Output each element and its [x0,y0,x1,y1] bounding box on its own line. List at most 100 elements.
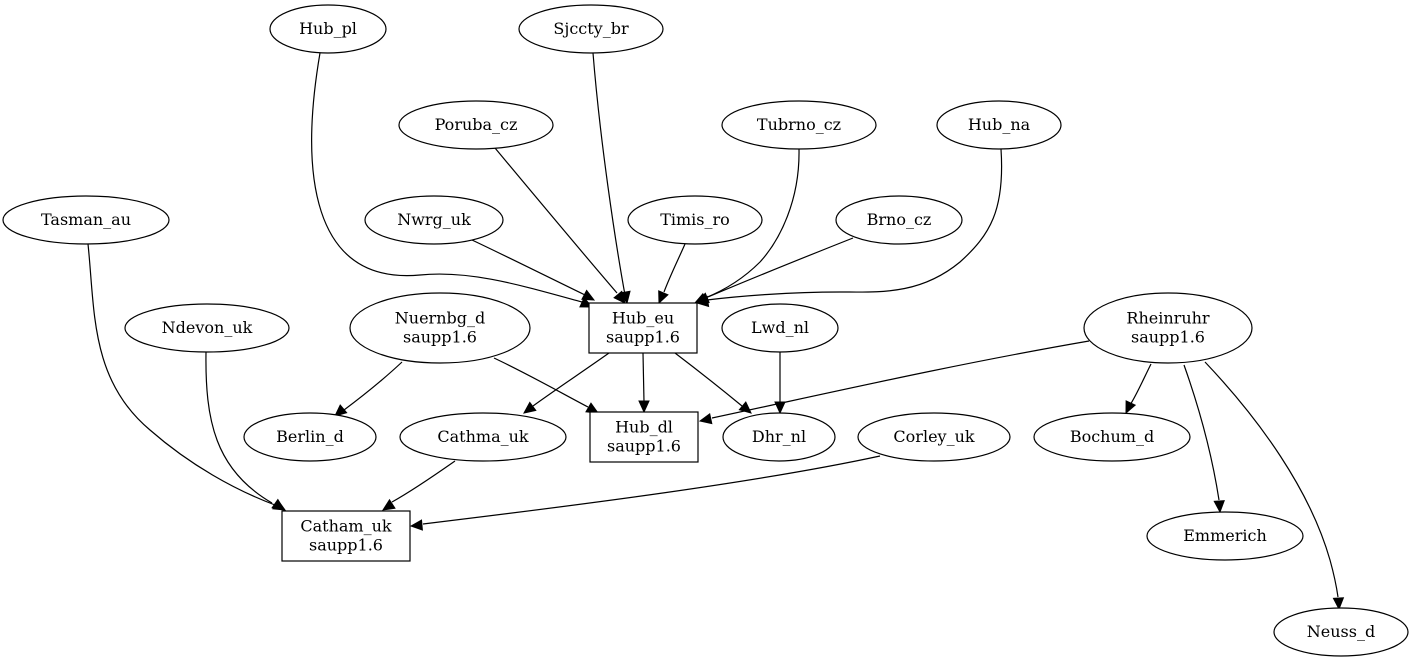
edge-poruba-cz-to-hub-eu [494,147,626,304]
node-label: Berlin_d [276,427,344,446]
node-corley-uk[interactable]: Corley_uk [857,412,1011,462]
edge-line [1183,364,1220,501]
node-dhr-nl[interactable]: Dhr_nl [722,412,836,462]
edge-line [311,52,583,303]
node-ellipse [269,4,387,54]
node-ellipse [857,412,1011,462]
edge-rheinruhr-to-hub-dl [698,340,1090,425]
node-poruba-cz[interactable]: Poruba_cz [398,100,554,150]
node-label: Emmerich [1183,526,1267,545]
edge-hub-eu-to-dhr-nl [674,352,752,414]
arrowhead-icon [774,401,786,415]
node-ellipse [1083,292,1253,364]
node-ellipse [364,195,504,245]
node-nwrg-uk[interactable]: Nwrg_uk [364,195,504,245]
node-ellipse [835,195,963,245]
node-label: Timis_ro [660,210,730,229]
edge-line [532,352,610,407]
node-ellipse [2,195,170,245]
edge-line [205,351,273,504]
node-label: Rheinruhr [1126,309,1210,328]
node-ellipse [518,4,664,54]
node-ellipse [243,412,377,462]
node-tubrno-cz[interactable]: Tubrno_cz [721,100,877,150]
edge-line [422,455,881,525]
edge-nuernbg-d-to-berlin-d [334,361,403,417]
node-ellipse [1273,607,1409,657]
node-label: Dhr_nl [752,427,806,446]
node-ellipse [936,100,1062,150]
node-label: Corley_uk [893,427,974,446]
node-sublabel: saupp1.6 [606,328,680,347]
node-label: Ndevon_uk [162,318,253,337]
edge-nuernbg-d-to-hub-dl [493,357,600,414]
node-box [281,510,411,562]
node-ndevon-uk[interactable]: Ndevon_uk [124,303,290,353]
edge-line [707,237,854,298]
edge-line [706,148,1003,301]
arrowhead-icon [1332,597,1345,611]
edge-line [87,243,276,506]
node-hub-pl[interactable]: Hub_pl [269,4,387,54]
edge-hub-eu-to-cathma-uk [523,352,610,414]
edge-lwd-nl-to-dhr-nl [774,352,786,415]
node-sublabel: saupp1.6 [309,536,383,555]
edge-line [674,352,743,407]
node-label: Sjccty_br [553,19,629,38]
node-label: Tubrno_cz [757,115,841,134]
node-lwd-nl[interactable]: Lwd_nl [721,303,839,353]
arrowhead-icon [613,290,626,304]
node-tasman-au[interactable]: Tasman_au [2,195,170,245]
node-timis-ro[interactable]: Timis_ro [627,195,763,245]
node-label: Nuernbg_d [395,309,485,328]
arrowhead-icon [1213,500,1225,514]
node-brno-cz[interactable]: Brno_cz [835,195,963,245]
node-sublabel: saupp1.6 [607,437,681,456]
edge-hub-pl-to-hub-eu [311,52,594,308]
node-berlin-d[interactable]: Berlin_d [243,412,377,462]
node-cathma-uk[interactable]: Cathma_uk [399,412,567,462]
arrowhead-icon [271,498,285,511]
node-label: Tasman_au [41,210,131,229]
node-bochum-d[interactable]: Bochum_d [1033,412,1191,462]
node-label: Cathma_uk [437,427,529,446]
edge-rheinruhr-to-emmerich [1183,364,1225,514]
edge-line [592,52,626,296]
node-label: Hub_pl [299,19,357,38]
node-label: Neuss_d [1307,622,1375,641]
edge-line [642,352,645,403]
node-label: Catham_uk [300,517,392,536]
node-emmerich[interactable]: Emmerich [1146,511,1304,561]
node-label: Hub_eu [612,309,674,328]
node-neuss-d[interactable]: Neuss_d [1273,607,1409,657]
edge-line [494,147,618,294]
node-label: Bochum_d [1070,427,1154,446]
edge-brno-cz-to-hub-eu [695,237,854,304]
arrowhead-icon [334,404,348,417]
edge-ndevon-uk-to-catham-uk [205,351,285,511]
node-label: Hub_dl [615,418,673,437]
node-ellipse [627,195,763,245]
edge-timis-ro-to-hub-eu [658,243,686,305]
node-ellipse [721,100,877,150]
node-hub-na[interactable]: Hub_na [936,100,1062,150]
node-box [588,302,698,354]
edge-sjccty-br-to-hub-eu [592,52,631,305]
edge-line [471,239,586,296]
node-sublabel: saupp1.6 [403,328,477,347]
edge-cathma-uk-to-catham-uk [381,460,456,511]
edge-line [1204,361,1339,598]
node-sjccty-br[interactable]: Sjccty_br [518,4,664,54]
edge-line [1129,363,1152,406]
arrowhead-icon [381,498,396,511]
node-label: Hub_na [968,115,1031,134]
node-sublabel: saupp1.6 [1131,328,1205,347]
